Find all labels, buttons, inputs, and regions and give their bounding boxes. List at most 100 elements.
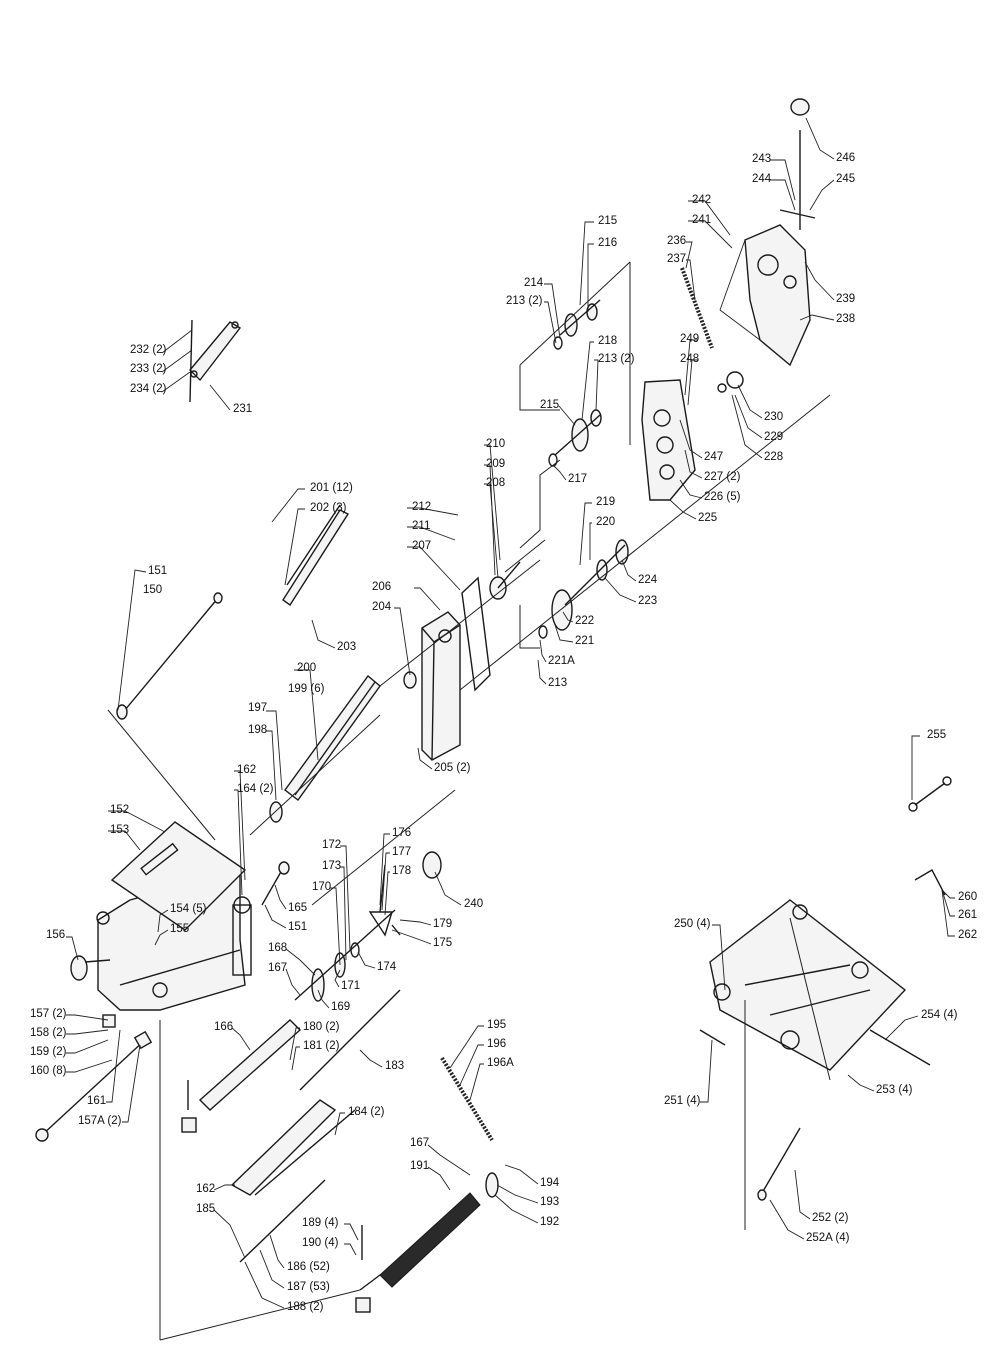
part-label: 164 (2) [237, 783, 274, 795]
part-label: 194 [540, 1177, 560, 1189]
part-label: 162 [237, 764, 256, 776]
part-label: 238 [836, 313, 855, 325]
part-label: 197 [248, 702, 267, 714]
table-250 [699, 899, 931, 1071]
gear-box-cover-238 [719, 98, 816, 367]
washer-240 [422, 851, 442, 879]
part-label: 215 [540, 399, 559, 411]
part-label: 239 [836, 293, 855, 305]
part-label: 217 [568, 473, 587, 485]
part-label: 206 [372, 581, 391, 593]
part-label: 251 (4) [664, 1095, 701, 1107]
part-label: 249 [680, 333, 699, 345]
part-label: 247 [704, 451, 723, 463]
part-label: 230 [764, 411, 783, 423]
part-label: 151 [148, 565, 167, 577]
part-label: 189 (4) [302, 1217, 339, 1229]
part-label: 214 [524, 277, 544, 289]
part-label: 262 [958, 929, 977, 941]
part-label: 208 [486, 477, 505, 489]
part-label: 167 [410, 1137, 429, 1149]
part-label: 158 (2) [30, 1027, 67, 1039]
part-label: 228 [764, 451, 783, 463]
hand-wheel-156 [70, 955, 111, 981]
part-label: 168 [268, 942, 287, 954]
part-label: 216 [598, 237, 617, 249]
part-label: 236 [667, 235, 686, 247]
chip-breaker-182 [230, 1099, 356, 1196]
chain-237 [680, 267, 714, 349]
part-label: 154 (5) [170, 903, 207, 915]
part-label: 212 [412, 501, 431, 513]
part-label: 240 [464, 898, 483, 910]
part-label: 176 [392, 827, 411, 839]
feed-roll-166 [181, 1019, 302, 1133]
part-label: 255 [927, 729, 946, 741]
part-label: 222 [575, 615, 594, 627]
part-label: 159 (2) [30, 1046, 67, 1058]
gear-train [489, 299, 629, 639]
part-label: 243 [752, 153, 771, 165]
part-label: 191 [410, 1160, 429, 1172]
part-label: 184 (2) [348, 1106, 385, 1118]
part-label: 213 [548, 677, 567, 689]
part-label: 211 [412, 520, 430, 532]
part-label: 169 [331, 1001, 350, 1013]
cutterhead-200 [269, 674, 381, 823]
part-label: 210 [486, 438, 505, 450]
feed-roll-191 [355, 1172, 499, 1313]
part-label: 213 (2) [598, 353, 635, 365]
part-label: 232 (2) [130, 344, 167, 356]
wrench-255 [908, 776, 952, 812]
part-label: 234 (2) [130, 383, 167, 395]
main-frame-152 [96, 821, 252, 1011]
part-label: 177 [392, 846, 411, 858]
rod-185 [239, 1179, 326, 1263]
part-label: 254 (4) [921, 1009, 958, 1021]
part-label: 183 [385, 1060, 404, 1072]
part-label: 252 (2) [812, 1212, 849, 1224]
leader-lines [66, 117, 955, 1309]
part-label: 196A [487, 1057, 514, 1069]
part-label: 196 [487, 1038, 506, 1050]
part-label: 229 [764, 431, 783, 443]
part-label: 245 [836, 173, 855, 185]
part-label: 231 [233, 403, 252, 415]
part-label: 241 [692, 214, 711, 226]
part-label: 221A [548, 655, 575, 667]
part-label: 209 [486, 458, 505, 470]
part-label: 198 [248, 724, 267, 736]
part-label: 174 [377, 961, 397, 973]
part-label: 180 (2) [303, 1021, 340, 1033]
part-label: 166 [214, 1021, 233, 1033]
part-label: 221 [575, 635, 594, 647]
part-label: 205 (2) [434, 762, 471, 774]
part-label: 178 [392, 865, 411, 877]
part-label: 246 [836, 152, 855, 164]
rod-150 [116, 592, 223, 720]
part-label: 233 (2) [130, 363, 167, 375]
part-label: 150 [143, 584, 162, 596]
part-label: 253 (4) [876, 1084, 913, 1096]
part-label: 200 [297, 662, 316, 674]
part-label: 162 [196, 1183, 215, 1195]
part-label: 175 [433, 937, 452, 949]
part-label: 227 (2) [704, 471, 741, 483]
part-label: 161 [87, 1095, 106, 1107]
part-label: 215 [598, 215, 617, 227]
part-label: 179 [433, 918, 452, 930]
rod-183 [299, 989, 401, 1091]
part-label: 218 [598, 335, 617, 347]
roller-252 [757, 1127, 801, 1201]
part-label: 250 (4) [674, 918, 711, 930]
part-label: 213 (2) [506, 295, 543, 307]
part-label: 173 [322, 860, 341, 872]
part-label: 157A (2) [78, 1115, 122, 1127]
part-label: 248 [680, 353, 699, 365]
part-label: 193 [540, 1196, 559, 1208]
assembly-lines [107, 261, 831, 1341]
part-label: 188 (2) [287, 1301, 324, 1313]
part-label: 225 [698, 512, 717, 524]
